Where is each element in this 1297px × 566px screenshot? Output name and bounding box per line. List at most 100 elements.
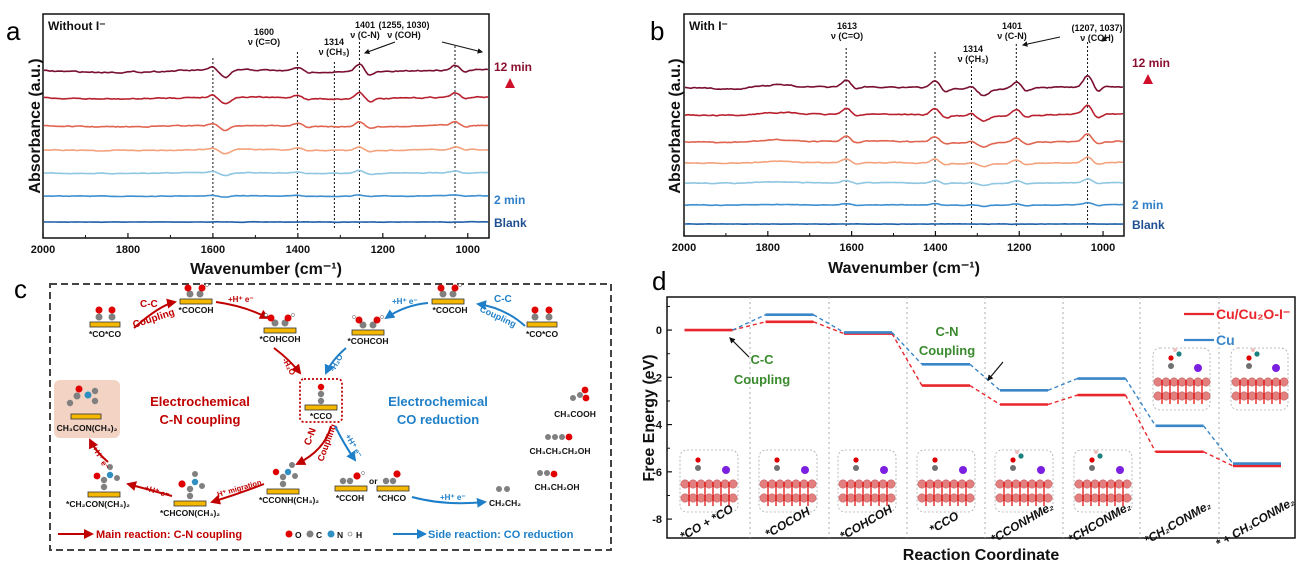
spectrum-line-10-min — [684, 104, 1124, 123]
svg-text:*COCOH: *COCOH — [433, 305, 468, 315]
adsorbate-structure-inset — [679, 449, 739, 513]
svg-text:*CHCON(CH₃)₂: *CHCON(CH₃)₂ — [160, 508, 220, 518]
adsorbate-structure-inset — [916, 449, 976, 513]
arrow-h2o-right — [324, 347, 347, 375]
legend-main-reaction: Main reaction: C-N coupling — [96, 529, 242, 541]
spectrum-line-8-min — [43, 120, 488, 132]
adsorbate-structure-inset — [758, 449, 818, 513]
svg-text:*CCOH: *CCOH — [336, 493, 364, 503]
step-label: H⁺ migration — [216, 478, 263, 499]
label-2min: 2 min — [494, 193, 525, 207]
coh-arrow — [363, 41, 396, 55]
panel-letter-a: a — [6, 16, 21, 46]
legend-atom-n: N — [337, 530, 343, 540]
category-separators — [749, 297, 1220, 538]
energy-connector — [732, 314, 766, 331]
step-label: C-N — [302, 427, 318, 447]
svg-text:*CO*CO: *CO*CO — [526, 329, 559, 339]
legend-label-cu-cu2o-i: Cu/Cu₂O-I⁻ — [1216, 306, 1290, 322]
cn-coupling-arrow — [987, 361, 1004, 381]
arrow-h-e-product — [89, 438, 109, 463]
adsorbate-structure-inset — [1073, 449, 1133, 513]
svg-text:CH₃COOH: CH₃COOH — [554, 409, 596, 419]
product-propanol: CH₃CH₂CH₂OH — [529, 433, 591, 456]
coh-arrow — [1021, 36, 1061, 47]
x-tick-label: 1400 — [286, 244, 310, 256]
peak-assignment-label: ν (CH₃) — [958, 54, 989, 64]
svg-text:or: or — [369, 476, 378, 486]
condition-label: Without I⁻ — [48, 19, 106, 33]
cn-coupling-label-2: Coupling — [919, 343, 975, 358]
peak-assignment-label: ν (CH₃) — [319, 47, 350, 57]
arrow-cc-coupling-right — [476, 300, 526, 327]
arrow-h-e-ethylene — [411, 496, 487, 508]
spectrum-line-2-min — [684, 201, 1123, 208]
energy-connector — [732, 321, 766, 331]
spectrum-line-4-min — [43, 169, 488, 177]
adsorbate-structure-inset — [1152, 347, 1211, 411]
species-cohcoh-right: *COHCOH — [347, 315, 389, 346]
x-tick-label: 1600 — [839, 242, 863, 254]
energy-connector — [891, 333, 923, 386]
product-ch3cooh: CH₃COOH — [554, 386, 596, 419]
y-axis-label: Absorbance (a.u.) — [667, 58, 684, 193]
coh-arrow — [1101, 36, 1109, 42]
coh-arrow — [441, 41, 484, 54]
svg-text:*CCO: *CCO — [310, 411, 333, 421]
peak-wavenumber-label: 1314 — [963, 44, 983, 54]
category-label: *CCO — [927, 508, 962, 536]
species-cocoh-right: *COCOH — [431, 283, 468, 315]
scheme-title-right: Electrochemical — [388, 394, 488, 409]
product-ethylene: CH₂CH₂ — [489, 486, 521, 508]
panel-letter-c: c — [14, 274, 27, 304]
svg-text:*CH₂CON(CH₃)₂: *CH₂CON(CH₃)₂ — [66, 499, 130, 509]
legend-atom-o: O — [295, 530, 302, 540]
svg-text:*CO*CO: *CO*CO — [89, 329, 122, 339]
y-axis-ticks: 0-2-4-6-8 — [652, 305, 672, 526]
x-tick-label: 2000 — [31, 244, 55, 256]
legend-side-reaction: Side reaction: CO reduction — [428, 529, 574, 541]
x-tick-label: 2000 — [672, 242, 696, 254]
spectrum-line-blank — [684, 222, 1124, 226]
spectrum-line-blank — [43, 220, 488, 224]
species-ch2con: *CH₂CON(CH₃)₂ — [66, 464, 130, 509]
species-coco-left: *CO*CO — [89, 306, 122, 339]
x-tick-label: 1600 — [201, 244, 225, 256]
step-label: +H⁺ e⁻ — [228, 295, 254, 304]
legend: Cu/Cu₂O-I⁻ Cu — [1184, 306, 1290, 348]
peak-wavenumber-label: 1401 — [1002, 21, 1022, 31]
x-tick-label: 1000 — [1091, 242, 1115, 254]
svg-text:*CCONH(CH₃)₂: *CCONH(CH₃)₂ — [259, 495, 319, 505]
peak-assignment-label: ν (COH) — [1080, 33, 1114, 43]
adsorbate-structure-inset — [1230, 347, 1289, 411]
product-ethanol: CH₃CH₂OH — [534, 470, 580, 492]
arrow-h2o-left — [273, 347, 302, 375]
species-ccoh: *CCOH or — [334, 471, 378, 503]
y-tick-label: 0 — [656, 325, 662, 337]
panel-letter-b: b — [650, 16, 664, 46]
spectrum-line-6-min — [43, 145, 488, 155]
step-label: C-C — [494, 294, 512, 305]
peak-assignment-label: ν (C=O) — [831, 31, 863, 41]
y-tick-label: -4 — [652, 420, 663, 432]
step-label: Coupling — [478, 304, 518, 330]
svg-text:*COCOH: *COCOH — [179, 305, 214, 315]
spectrum-line-2-min — [43, 194, 489, 198]
energy-connector — [1202, 425, 1234, 465]
scheme-legend: Main reaction: C-N coupling O C N H Side… — [58, 529, 574, 541]
y-tick-label: -8 — [652, 514, 662, 526]
cn-coupling-label: C-N — [935, 324, 958, 339]
panel-c-reaction-scheme: c *CO*CO C-C Coupling *COCOH +H⁺ e⁻ *C — [14, 274, 612, 551]
species-chcon: *CHCON(CH₃)₂ — [160, 471, 220, 518]
peak-assignment-label: ν (C=O) — [248, 37, 280, 47]
arrow-h-e-right — [384, 302, 429, 320]
energy-connector — [1047, 377, 1078, 391]
step-label: -H₂O — [280, 357, 297, 377]
peak-assignment-label: ν (COH) — [387, 30, 421, 40]
scheme-title-left: Electrochemical — [150, 394, 250, 409]
plot-frame — [666, 296, 1296, 539]
